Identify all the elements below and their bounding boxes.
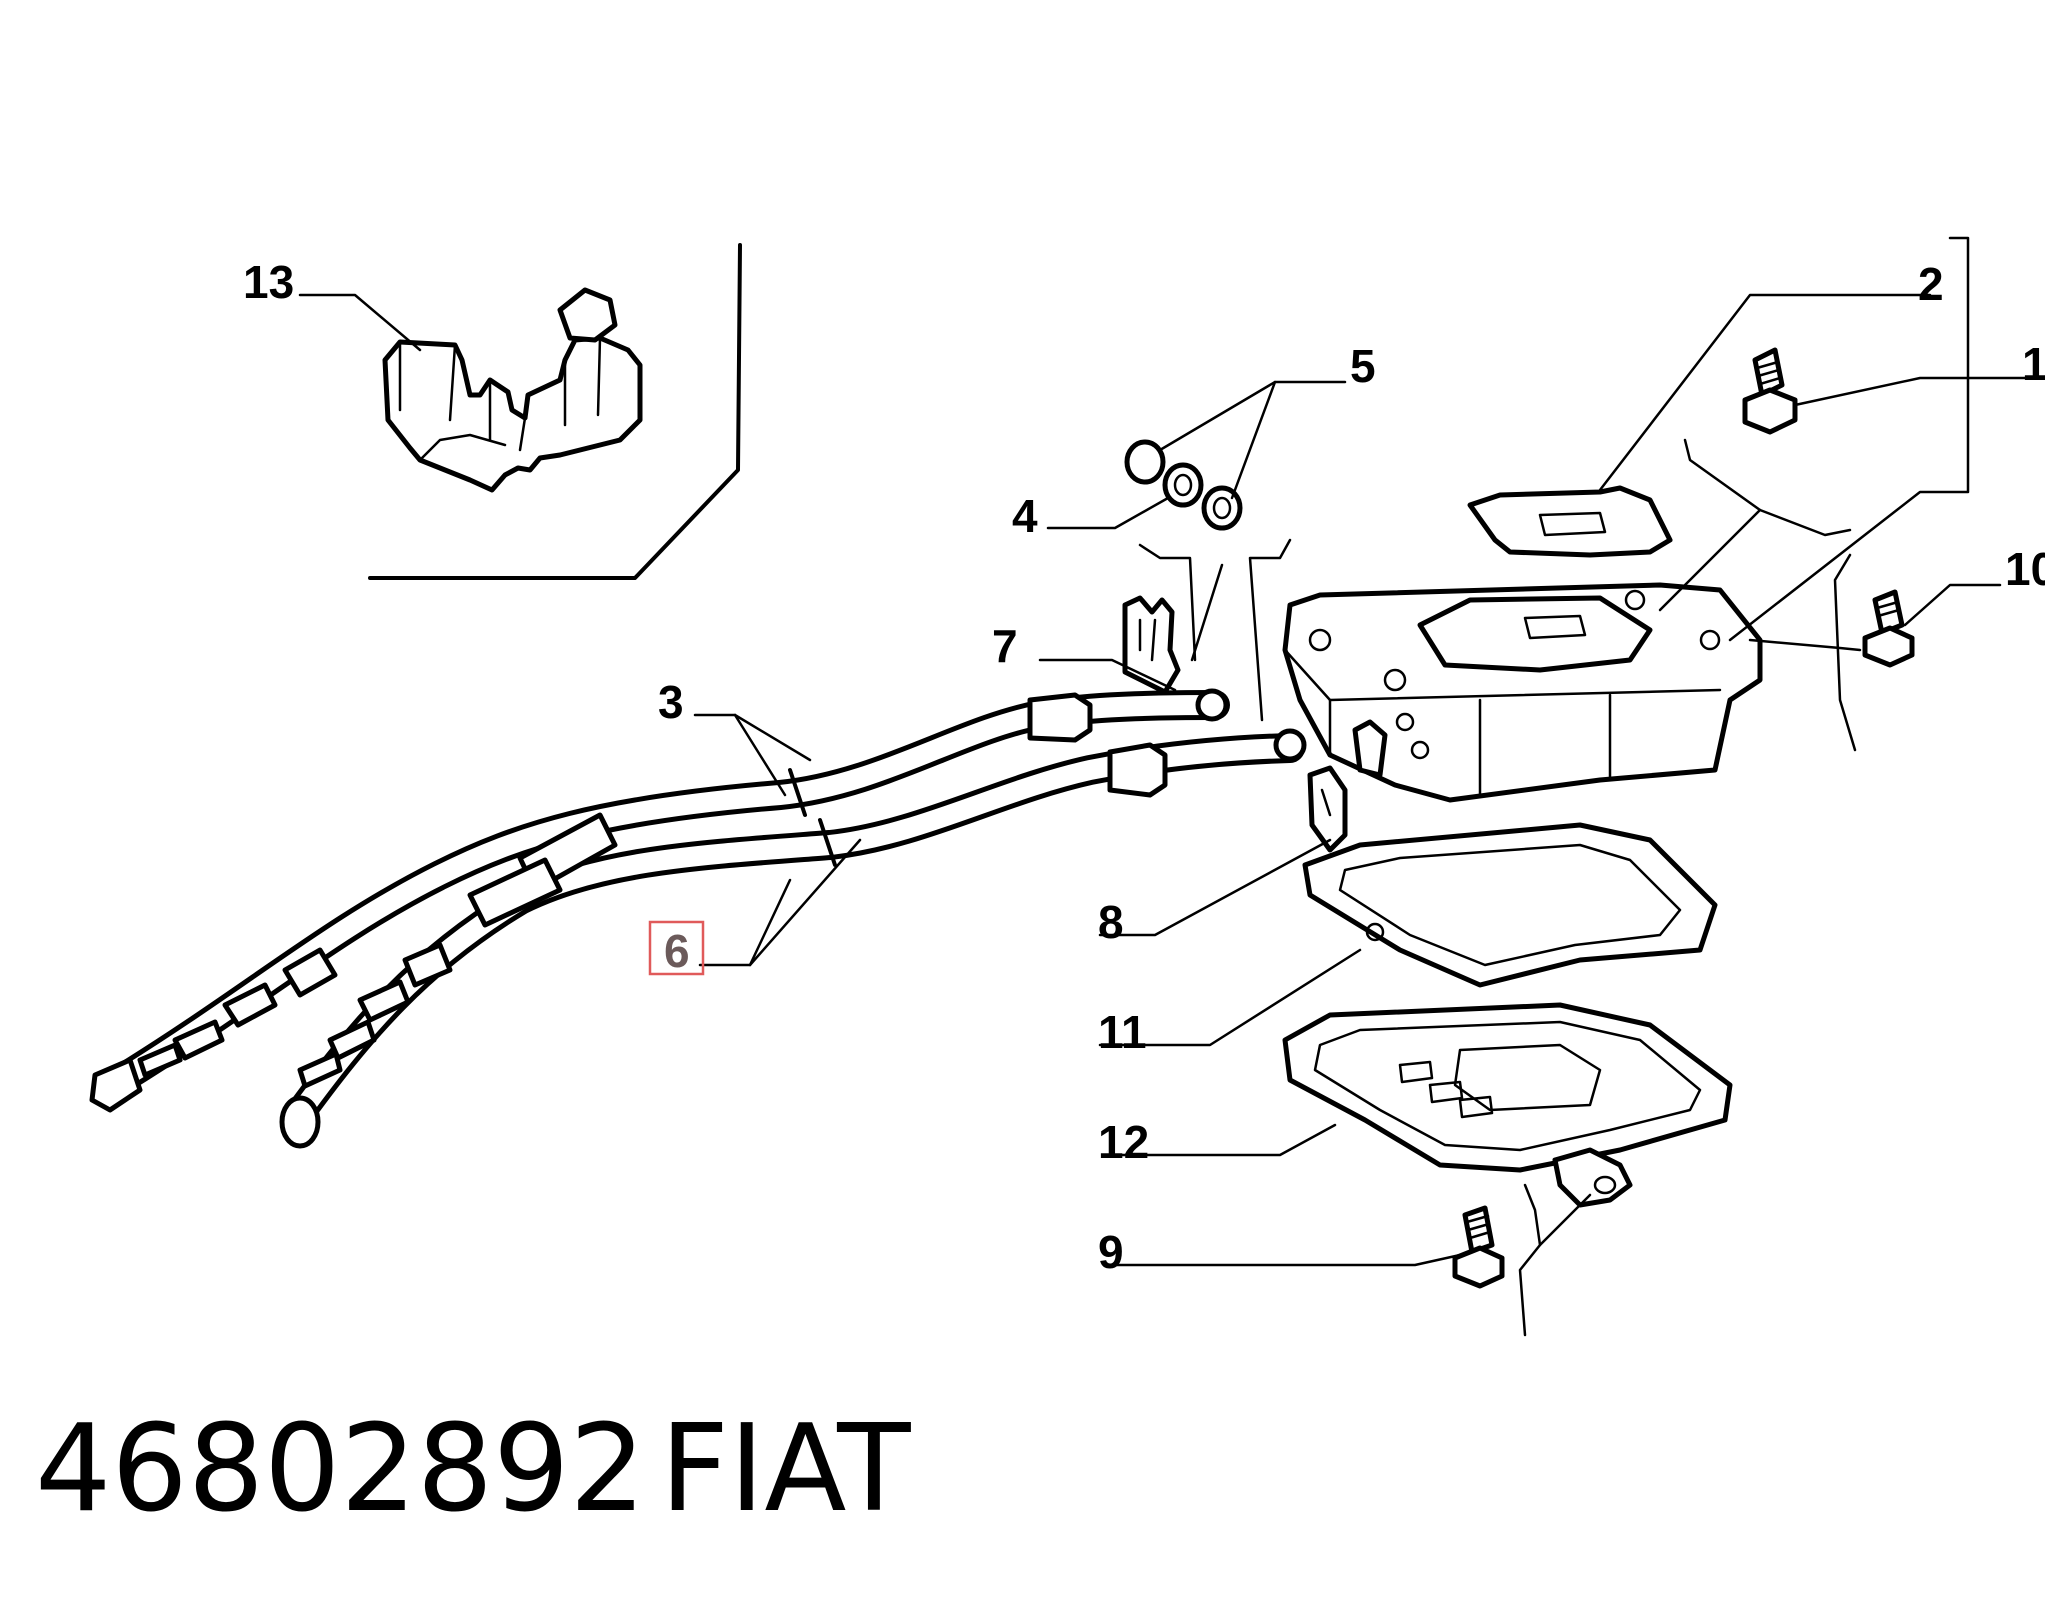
bracket-line-e — [1658, 508, 1762, 612]
bracket-line-a — [1138, 543, 1197, 662]
leader-9 — [1108, 1253, 1462, 1267]
bracket-line-h — [1538, 1193, 1592, 1247]
clip-part-8 — [1307, 765, 1348, 853]
bolt-part-9 — [1452, 1205, 1505, 1289]
leader-13 — [298, 293, 422, 352]
leader-7 — [1038, 658, 1177, 692]
gasket-part-11 — [1302, 822, 1718, 988]
callout-13[interactable]: 13 — [243, 256, 294, 308]
callout-9[interactable]: 9 — [1098, 1226, 1124, 1278]
callout-12[interactable]: 12 — [1098, 1116, 1149, 1168]
part-number: 46802892 — [35, 1400, 646, 1539]
bracket-line-c — [1190, 563, 1224, 662]
bracket-part-7 — [1122, 595, 1181, 695]
leader-6b — [748, 878, 792, 967]
leader-1 — [1793, 376, 2032, 407]
callout-5[interactable]: 5 — [1350, 340, 1376, 392]
callout-11[interactable]: 11 — [1098, 1006, 1147, 1058]
callout-10[interactable]: 10 — [2005, 543, 2045, 595]
leader-2 — [1598, 293, 1932, 492]
inset-frame — [368, 243, 742, 580]
leader-3b — [733, 713, 787, 797]
callout-6[interactable]: 6 — [664, 925, 690, 977]
lever-housing — [1282, 582, 1763, 803]
gear-cables-part-3-6 — [89, 688, 1307, 1149]
brand-name: FIAT — [660, 1400, 911, 1539]
plate-part-2 — [1467, 485, 1673, 558]
callout-8[interactable]: 8 — [1098, 896, 1124, 948]
bracket-line-d — [1683, 438, 1852, 537]
bolt-part-1 — [1742, 347, 1798, 435]
leader-10b — [1748, 638, 1862, 652]
bracket-line-g — [1518, 1183, 1542, 1337]
callout-6-highlight — [648, 920, 705, 976]
leader-8 — [1098, 838, 1332, 937]
bracket-line-f — [1833, 553, 1857, 752]
callout-2[interactable]: 2 — [1918, 258, 1944, 310]
leader-10 — [1903, 583, 2002, 627]
leader-3a — [693, 713, 812, 762]
callout-7[interactable]: 7 — [992, 620, 1018, 672]
clip-part-13 — [382, 287, 643, 493]
bushings-part-4-5 — [1124, 439, 1243, 531]
base-plate-part-12 — [1282, 1002, 1733, 1208]
leader-12 — [1108, 1123, 1337, 1157]
bracket-right-1 — [1728, 236, 1970, 642]
bolt-part-10 — [1862, 589, 1915, 668]
bracket-line-b — [1248, 538, 1292, 722]
callout-3[interactable]: 3 — [658, 676, 684, 728]
leader-5b — [1230, 380, 1277, 500]
leader-11 — [1098, 948, 1362, 1047]
leader-4 — [1046, 496, 1170, 530]
callout-4[interactable]: 4 — [1012, 490, 1038, 542]
callout-1[interactable]: 1 — [2022, 338, 2045, 390]
